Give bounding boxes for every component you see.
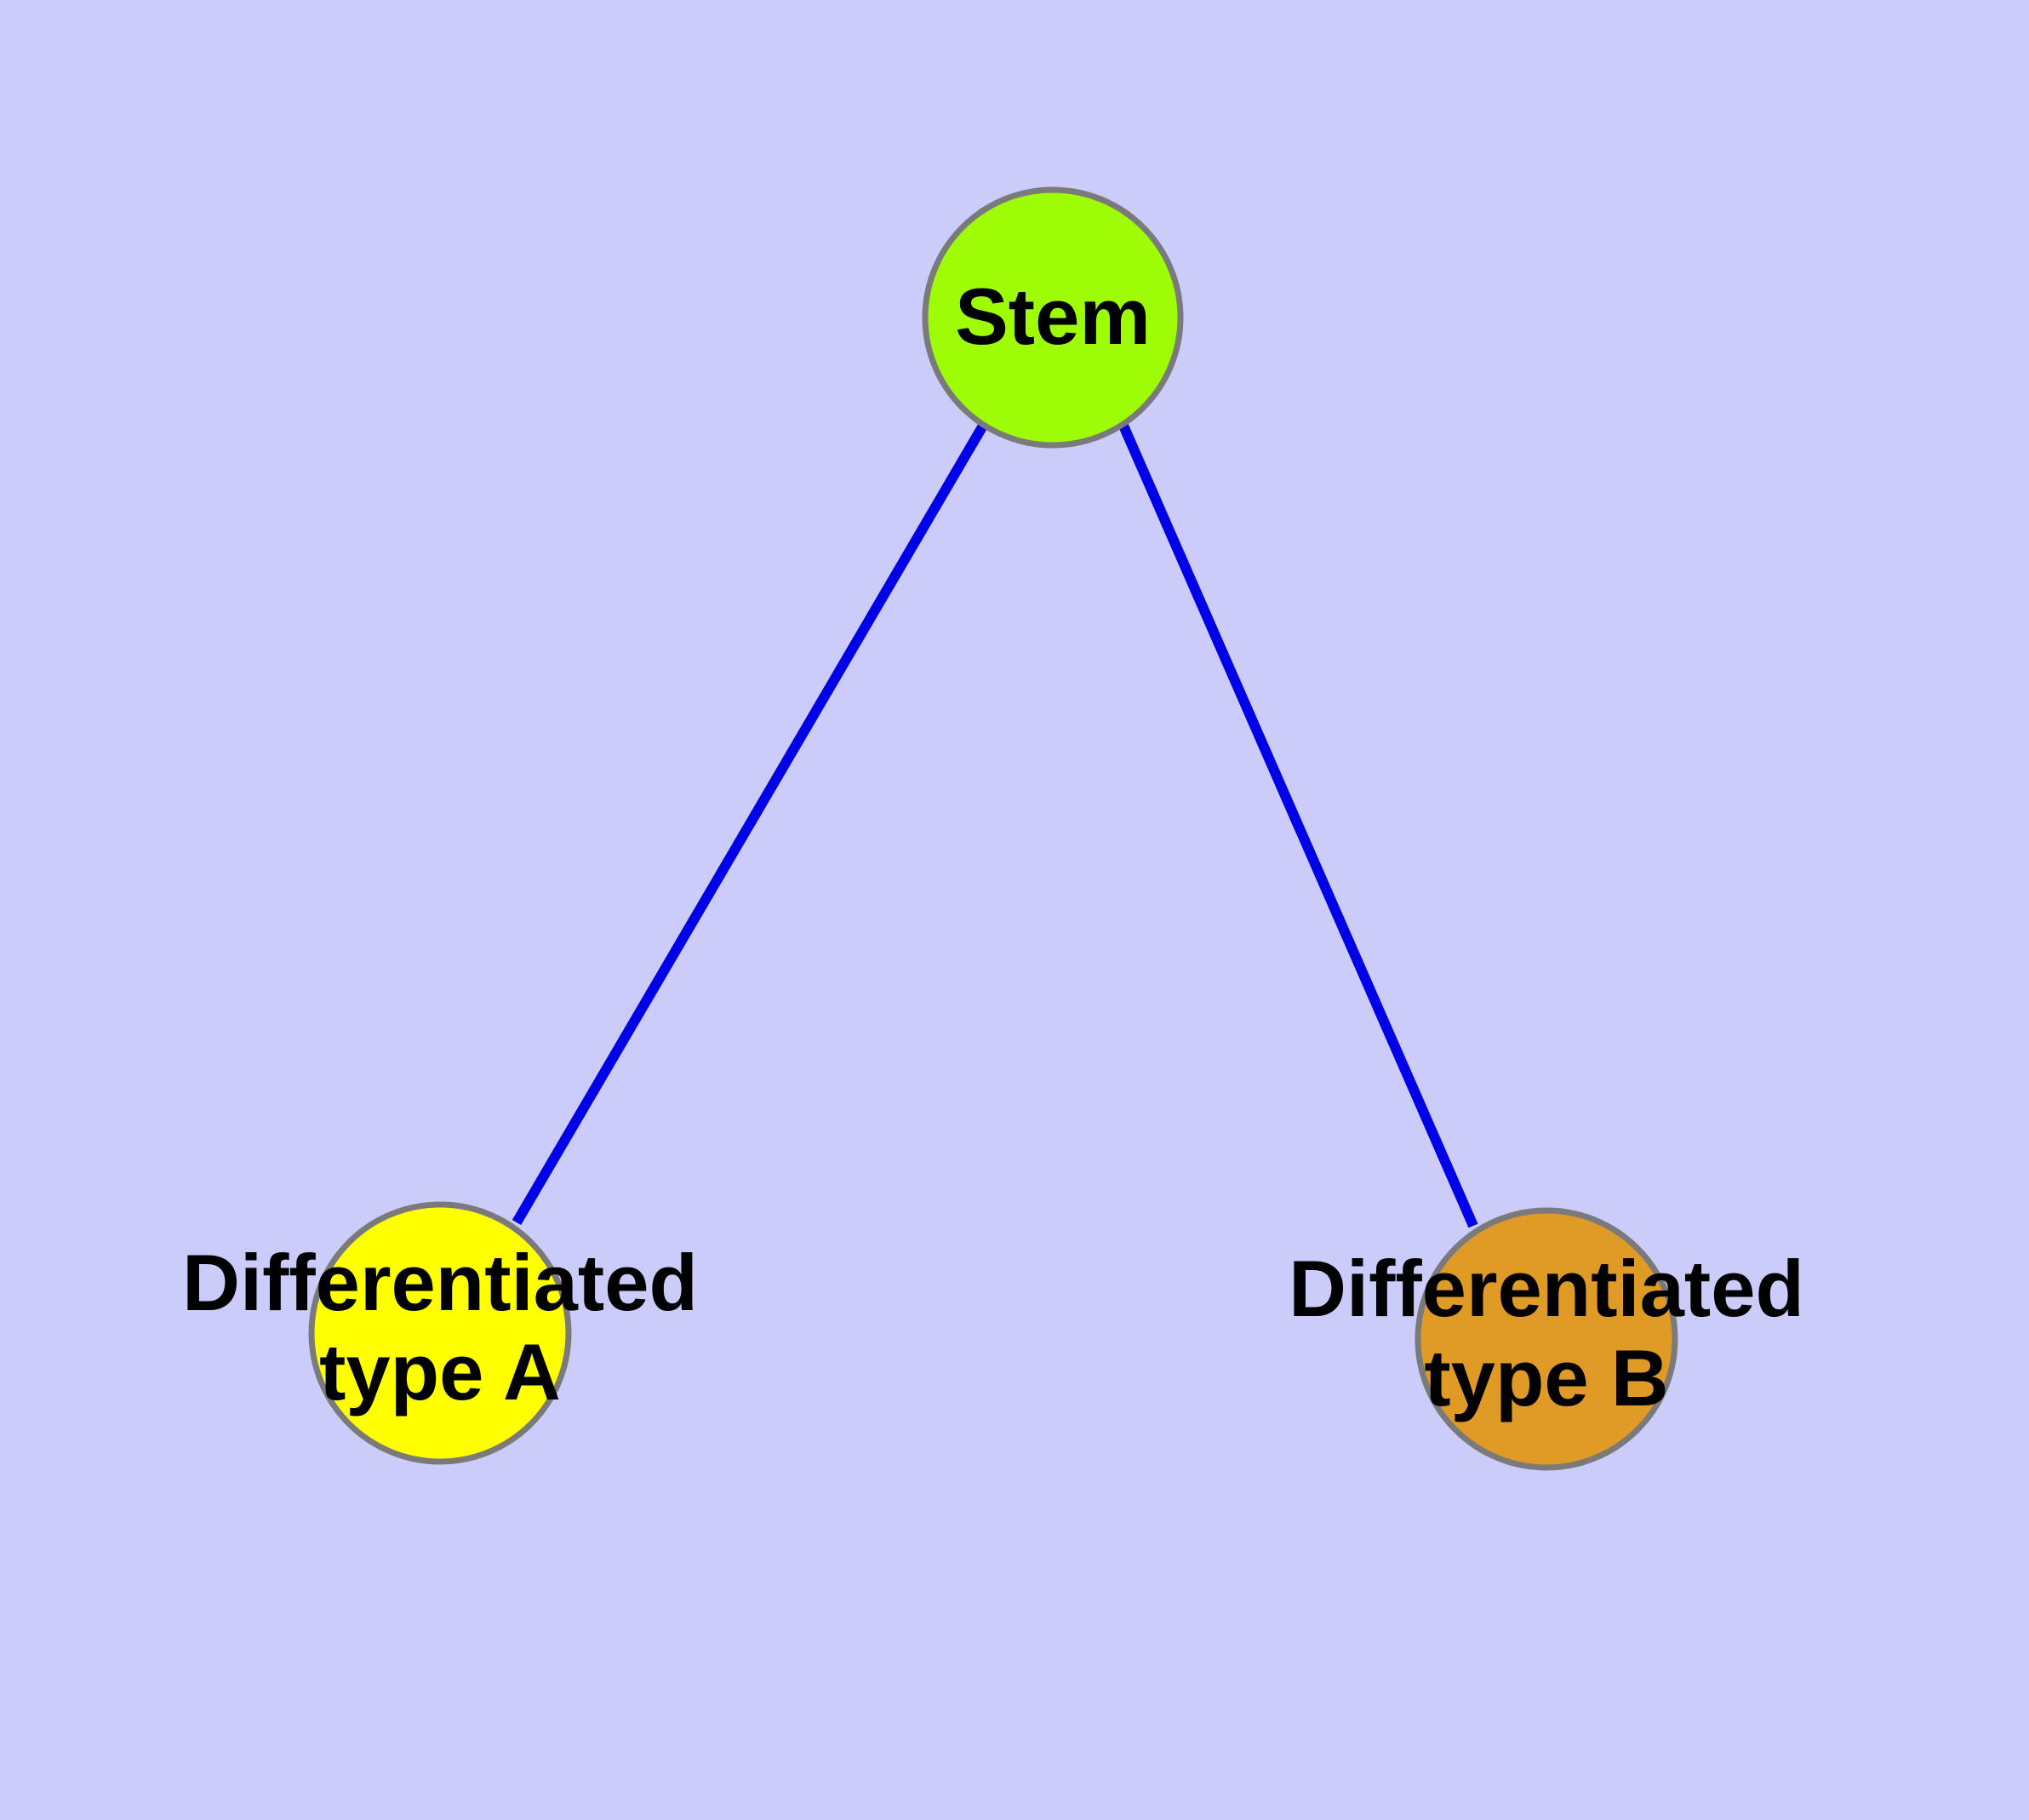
node-differentiated-type-b-label-line-1: Differentiated — [1289, 1244, 1804, 1333]
node-differentiated-type-b-circle[interactable] — [1415, 1207, 1678, 1471]
node-differentiated-type-b-label-line-2: type B — [1424, 1333, 1668, 1422]
node-stem-circle[interactable] — [922, 186, 1184, 449]
node-differentiated-type-a-circle[interactable] — [308, 1201, 572, 1465]
node-stem-label-line-1: Stem — [955, 272, 1151, 361]
node-differentiated-type-a-label-line-2: type A — [319, 1327, 561, 1417]
node-layer: Stem Differentiated type A Differentiate… — [182, 186, 1804, 1471]
node-differentiated-type-b[interactable]: Differentiated type B — [1289, 1207, 1804, 1471]
edge-stem-to-differentiated-type-b[interactable] — [1118, 423, 1478, 1228]
node-differentiated-type-a-label-line-1: Differentiated — [182, 1238, 698, 1327]
edge-stem-to-differentiated-type-a[interactable] — [512, 422, 988, 1226]
node-stem[interactable]: Stem — [922, 186, 1184, 449]
node-differentiated-type-a[interactable]: Differentiated type A — [182, 1201, 698, 1465]
edge-layer — [512, 422, 1478, 1228]
